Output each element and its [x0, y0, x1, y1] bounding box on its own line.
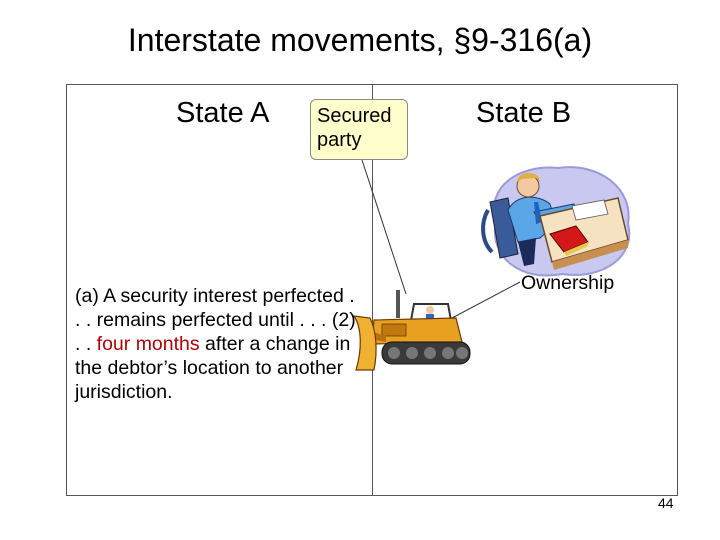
slide-title: Interstate movements, §9-316(a)	[127, 22, 593, 58]
secured-party-callout-line	[361, 159, 407, 295]
page-number: 44	[658, 495, 674, 511]
statute-text-highlight: four months	[96, 333, 200, 355]
secured-party-line1: Secured	[317, 105, 392, 127]
bulldozer-icon	[352, 290, 471, 371]
person-at-desk-icon	[481, 166, 631, 277]
statute-text: (a) A security interest perfected . . . …	[75, 284, 365, 404]
secured-party-line2: party	[317, 129, 362, 151]
statute-text-after: after a change in the debtor’s location …	[75, 333, 351, 403]
statute-text-before: (a) A security interest perfected . . . …	[75, 285, 356, 355]
state-a-label: State A	[176, 97, 270, 129]
ownership-callout-line	[451, 281, 521, 319]
secured-party-callout: Secured party	[310, 99, 408, 160]
state-border-divider	[372, 84, 373, 496]
ownership-label: Ownership	[521, 272, 615, 294]
state-b-label: State B	[476, 97, 572, 129]
